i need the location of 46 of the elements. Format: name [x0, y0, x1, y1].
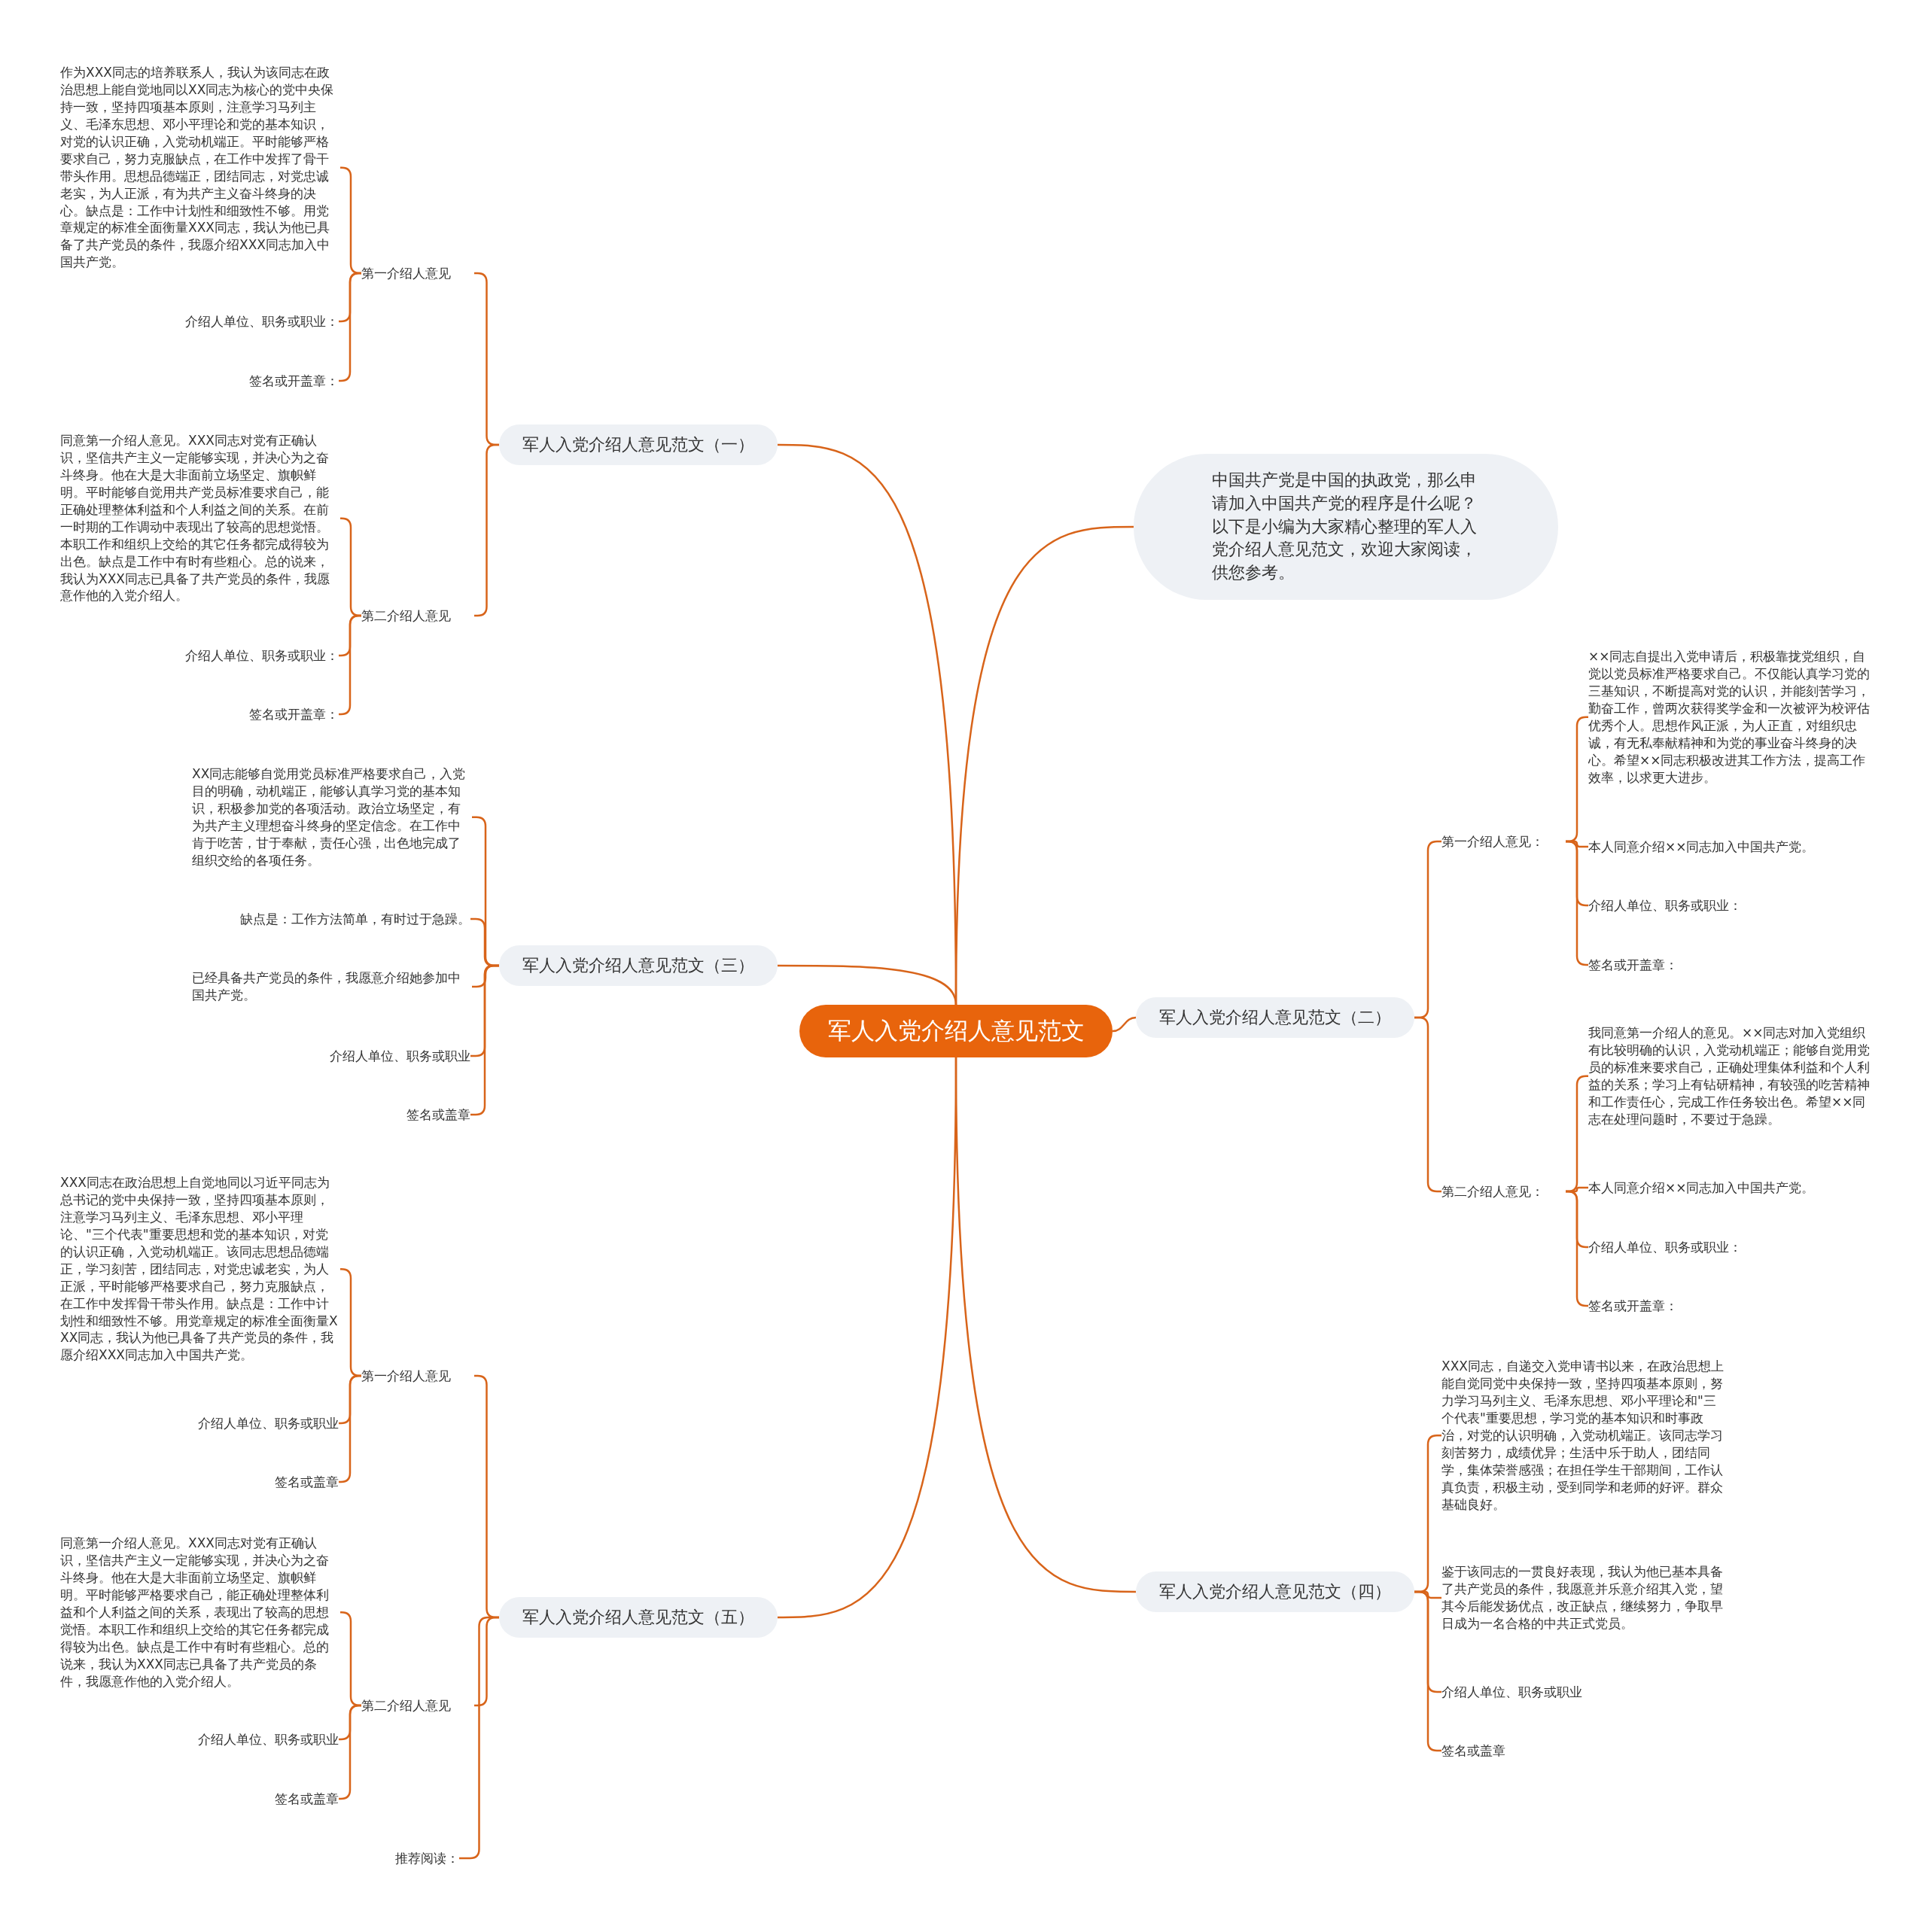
subtopic-text: 本人同意介绍××同志加入中国共产党。 — [1588, 1179, 1878, 1197]
central-topic: 军人入党介绍人意见范文 — [799, 1005, 1113, 1057]
branch-topic: 军人入党介绍人意见范文（五） — [499, 1597, 778, 1638]
subtopic-text: 第一介绍人意见 — [361, 1368, 474, 1385]
subtopic-text: 签名或盖章 — [60, 1791, 339, 1808]
branch-topic: 军人入党介绍人意见范文（四） — [1136, 1571, 1414, 1612]
branch-topic: 军人入党介绍人意见范文（二） — [1136, 997, 1414, 1038]
opinion-paragraph: 作为XXX同志的培养联系人，我认为该同志在政治思想上能自觉地同以XX同志为核心的党中央保持一致，坚持四项基本原则，注意学习马列主义、毛泽东思想、邓小平理论和党的基本知识，对党的认识正确，入党动机端正。平时能够严格要求自己，努力克服缺点，在工作中发挥了骨干带头作用。思想品德端正，团结同志，对党忠诚老实，为人正派，有为共产主义奋斗终身的决心。缺点是：工作中计划性和细致性不够。用党章规定的标准全面衡量XXX同志，我认为他已具备了共产党员的条件，我愿介绍XXX同志加入中国共产党。 — [60, 64, 340, 272]
subtopic-text: 介绍人单位、职务或职业： — [60, 313, 339, 330]
opinion-paragraph: 同意第一介绍人意见。XXX同志对党有正确认识，坚信共产主义一定能够实现，并决心为之奋斗终身。他在大是大非面前立场坚定、旗帜鲜明。平时能够自觉用共产党员标准要求自己，能正确处理整体利益和个人利益之间的关系。在前一时期的工作调动中表现出了较高的思想觉悟。本职工作和组织上交给的其它任务都完成得较为出色。缺点是工作中有时有些粗心。总的说来，我认为XXX同志已具备了共产党员的条件，我愿意作他的入党介绍人。 — [60, 432, 340, 605]
opinion-paragraph: 我同意第一介绍人的意见。××同志对加入党组织有比较明确的认识，入党动机端正；能够自觉用党员的标准来要求自己，正确处理集体利益和个人利益的关系；学习上有钻研精神，有较强的吃苦精神和工作责任心，完成工作任务较出色。希望××同志在处理问题时，不要过于急躁。 — [1588, 1024, 1878, 1128]
subtopic-text: 介绍人单位、职务或职业 — [60, 1415, 339, 1432]
connector-line — [1112, 1016, 1137, 1033]
opinion-paragraph: XX同志能够自觉用党员标准严格要求自己，入党目的明确，动机端正，能够认真学习党的基本知识，积极参加党的各项活动。政治立场坚定，有为共产主义理想奋斗终身的坚定信念。在工作中肯于吃苦，甘于奉献，责任心强，出色地完成了组织交给的各项任务。 — [192, 765, 472, 869]
opinion-paragraph: 同意第一介绍人意见。XXX同志对党有正确认识，坚信共产主义一定能够实现，并决心为之奋斗终身。他在大是大非面前立场坚定、旗帜鲜明。平时能够严格要求自己，能正确处理整体利益和个人利益之间的关系，表现出了较高的思想觉悟。本职工作和组织上交给的其它任务都完成得较为出色。缺点是工作中有时有些粗心。总的说来，我认为XXX同志已具备了共产党员的条件，我愿意作他的入党介绍人。 — [60, 1535, 340, 1690]
opinion-paragraph: XXX同志在政治思想上自觉地同以习近平同志为总书记的党中央保持一致，坚持四项基本原则，注意学习马列主义、毛泽东思想、邓小平理论、"三个代表"重要思想和党的基本知识，对党的认识正确，入党动机端正。该同志思想品德端正，学习刻苦，团结同志，对党忠诚老实，为人正派，平时能够严格要求自己，努力克服缺点，在工作中发挥骨干带头作用。缺点是：工作中计划性和细致性不够。用党章规定的标准全面衡量XXX同志，我认为他已具备了共产党员的条件，我愿介绍XXX同志加入中国共产党。 — [60, 1174, 340, 1365]
subtopic-text: 介绍人单位、职务或职业 — [192, 1048, 470, 1065]
subtopic-text: 签名或开盖章： — [60, 373, 339, 390]
subtopic-text: 第一介绍人意见 — [361, 265, 474, 282]
subtopic-text: 签名或盖章 — [1441, 1742, 1726, 1760]
subtopic-text: 缺点是：工作方法简单，有时过于急躁。 — [192, 911, 470, 928]
opinion-paragraph: ××同志自提出入党申请后，积极靠拢党组织，自觉以党员标准严格要求自己。不仅能认真学习党的三基知识，不断提高对党的认识，并能刻苦学习，勤奋工作，曾两次获得奖学金和一次被评为校评估优秀个人。思想作风正派，为人正直，对组织忠诚，有无私奉献精神和为党的事业奋斗终身的决心。希望××同志积极改进其工作方法，提高工作效率，以求更大进步。 — [1588, 648, 1878, 786]
subtopic-text: 签名或开盖章： — [1588, 1298, 1878, 1315]
subtopic-text: 推荐阅读： — [361, 1850, 459, 1867]
subtopic-text: 介绍人单位、职务或职业： — [1588, 897, 1878, 914]
subtopic-text: 第一介绍人意见： — [1441, 833, 1566, 850]
opinion-paragraph: 鉴于该同志的一贯良好表现，我认为他已基本具备了共产党员的条件，我愿意并乐意介绍其入党，望其今后能发扬优点，改正缺点，继续努力，争取早日成为一名合格的中共正式党员。 — [1441, 1563, 1726, 1632]
subtopic-text: 介绍人单位、职务或职业 — [1441, 1684, 1726, 1701]
connector-line — [954, 1057, 1136, 1593]
subtopic-text: 介绍人单位、职务或职业 — [60, 1731, 339, 1748]
opinion-paragraph: XXX同志，自递交入党申请书以来，在政治思想上能自觉同党中央保持一致，坚持四项基本原则，努力学习马列主义、毛泽东思想、邓小平理论和"三个代表"重要思想，学习党的基本知识和时事政治，对党的认识明确，入党动机端正。该同志学习刻苦努力，成绩优异；生活中乐于助人，团结同学，集体荣誉感强；在担任学生干部期间，工作认真负责，积极主动，受到同学和老师的好评。群众基础良好。 — [1441, 1358, 1726, 1514]
subtopic-text: 第二介绍人意见 — [361, 1697, 474, 1714]
opinion-paragraph: 已经具备共产党员的条件，我愿意介绍她参加中国共产党。 — [192, 969, 472, 1004]
subtopic-text: 第二介绍人意见： — [1441, 1183, 1566, 1200]
intro-bubble: 中国共产党是中国的执政党，那么申请加入中国共产党的程序是什么呢？以下是小编为大家精心整理的军人入党介绍人意见范文，欢迎大家阅读，供您参考。 — [1134, 454, 1558, 600]
branch-topic: 军人入党介绍人意见范文（一） — [499, 424, 778, 465]
branch-topic: 军人入党介绍人意见范文（三） — [499, 945, 778, 986]
subtopic-text: 签名或开盖章： — [1588, 957, 1878, 974]
subtopic-text: 第二介绍人意见 — [361, 607, 474, 625]
connector-line — [778, 964, 957, 1006]
subtopic-text: 介绍人单位、职务或职业： — [60, 647, 339, 665]
subtopic-text: 签名或盖章 — [192, 1106, 470, 1124]
subtopic-text: 签名或开盖章： — [60, 706, 339, 723]
subtopic-text: 本人同意介绍××同志加入中国共产党。 — [1588, 838, 1878, 856]
subtopic-text: 签名或盖章 — [60, 1474, 339, 1491]
subtopic-text: 介绍人单位、职务或职业： — [1588, 1239, 1878, 1256]
